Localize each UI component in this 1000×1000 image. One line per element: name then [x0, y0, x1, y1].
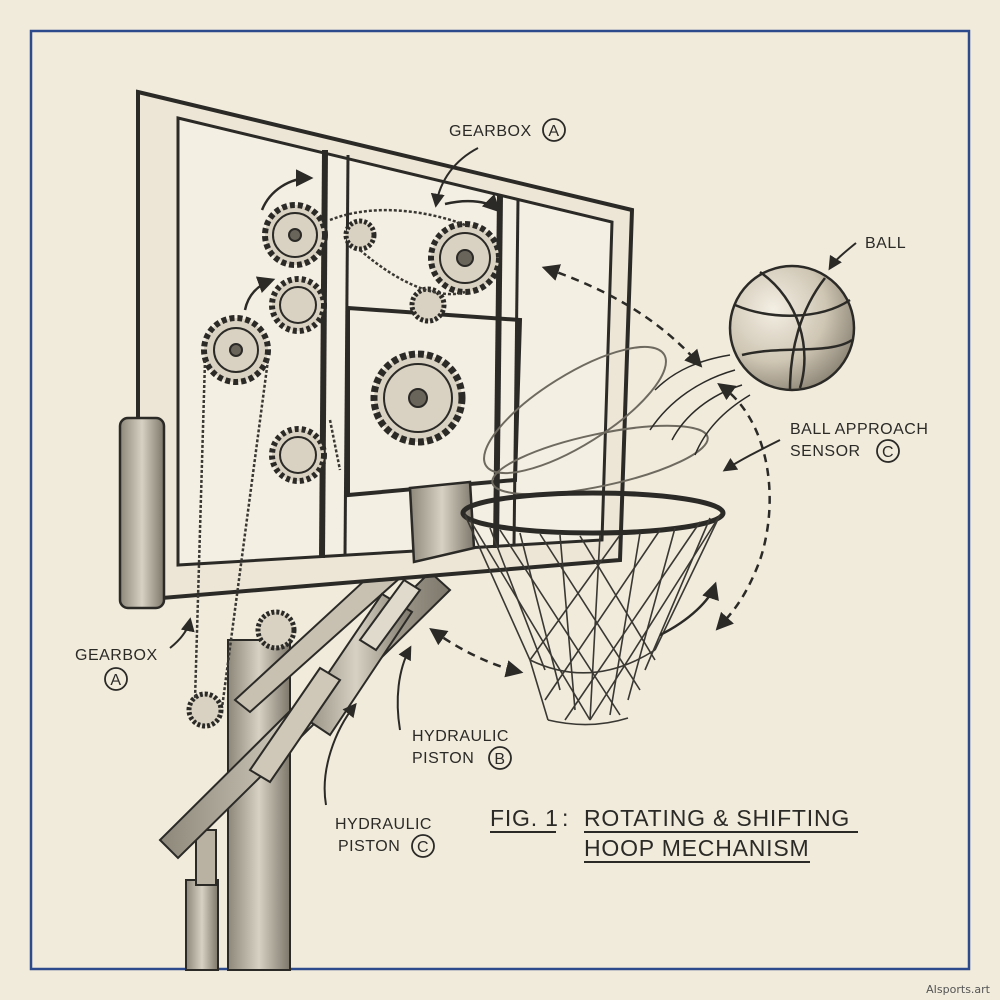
- tag-gearbox-top: A: [548, 123, 559, 140]
- label-ball: BALL: [865, 235, 906, 252]
- drive-chains: [193, 208, 466, 709]
- tag-sensor: C: [882, 444, 894, 461]
- motion-arrows: [243, 169, 771, 678]
- tag-piston-b: B: [494, 751, 505, 768]
- figure-title-line1: ROTATING & SHIFTING: [584, 805, 850, 831]
- hoop-bracket: [408, 480, 476, 564]
- watermark: AIsports.art: [926, 983, 991, 996]
- figure-title-line2: HOOP MECHANISM: [584, 835, 809, 861]
- hydraulic-piston-c: [248, 666, 342, 784]
- basketball: [728, 264, 856, 392]
- label-sensor-line2: SENSOR: [790, 443, 861, 460]
- leader-lines: [169, 147, 857, 806]
- label-gearbox-left: GEARBOX: [75, 647, 158, 664]
- tag-gearbox-left: A: [110, 672, 121, 689]
- tag-piston-c: C: [417, 839, 429, 856]
- label-gearbox-top: GEARBOX: [449, 123, 532, 140]
- figure-separator: :: [562, 805, 569, 831]
- label-piston-c-line1: HYDRAULIC: [335, 816, 432, 833]
- label-piston-c-line2: PISTON: [338, 838, 400, 855]
- tag-circles: [104, 118, 900, 858]
- gear-train: [186, 202, 502, 729]
- hoop-net: [464, 514, 721, 726]
- label-sensor-line1: BALL APPROACH: [790, 421, 928, 438]
- hydraulic-piston-b: [298, 578, 422, 737]
- label-piston-b-line1: HYDRAULIC: [412, 728, 509, 745]
- ball-motion-lines: [649, 354, 751, 456]
- page-border: [29, 29, 971, 971]
- label-piston-b-line2: PISTON: [412, 750, 474, 767]
- figure-number: FIG. 1: [490, 805, 559, 831]
